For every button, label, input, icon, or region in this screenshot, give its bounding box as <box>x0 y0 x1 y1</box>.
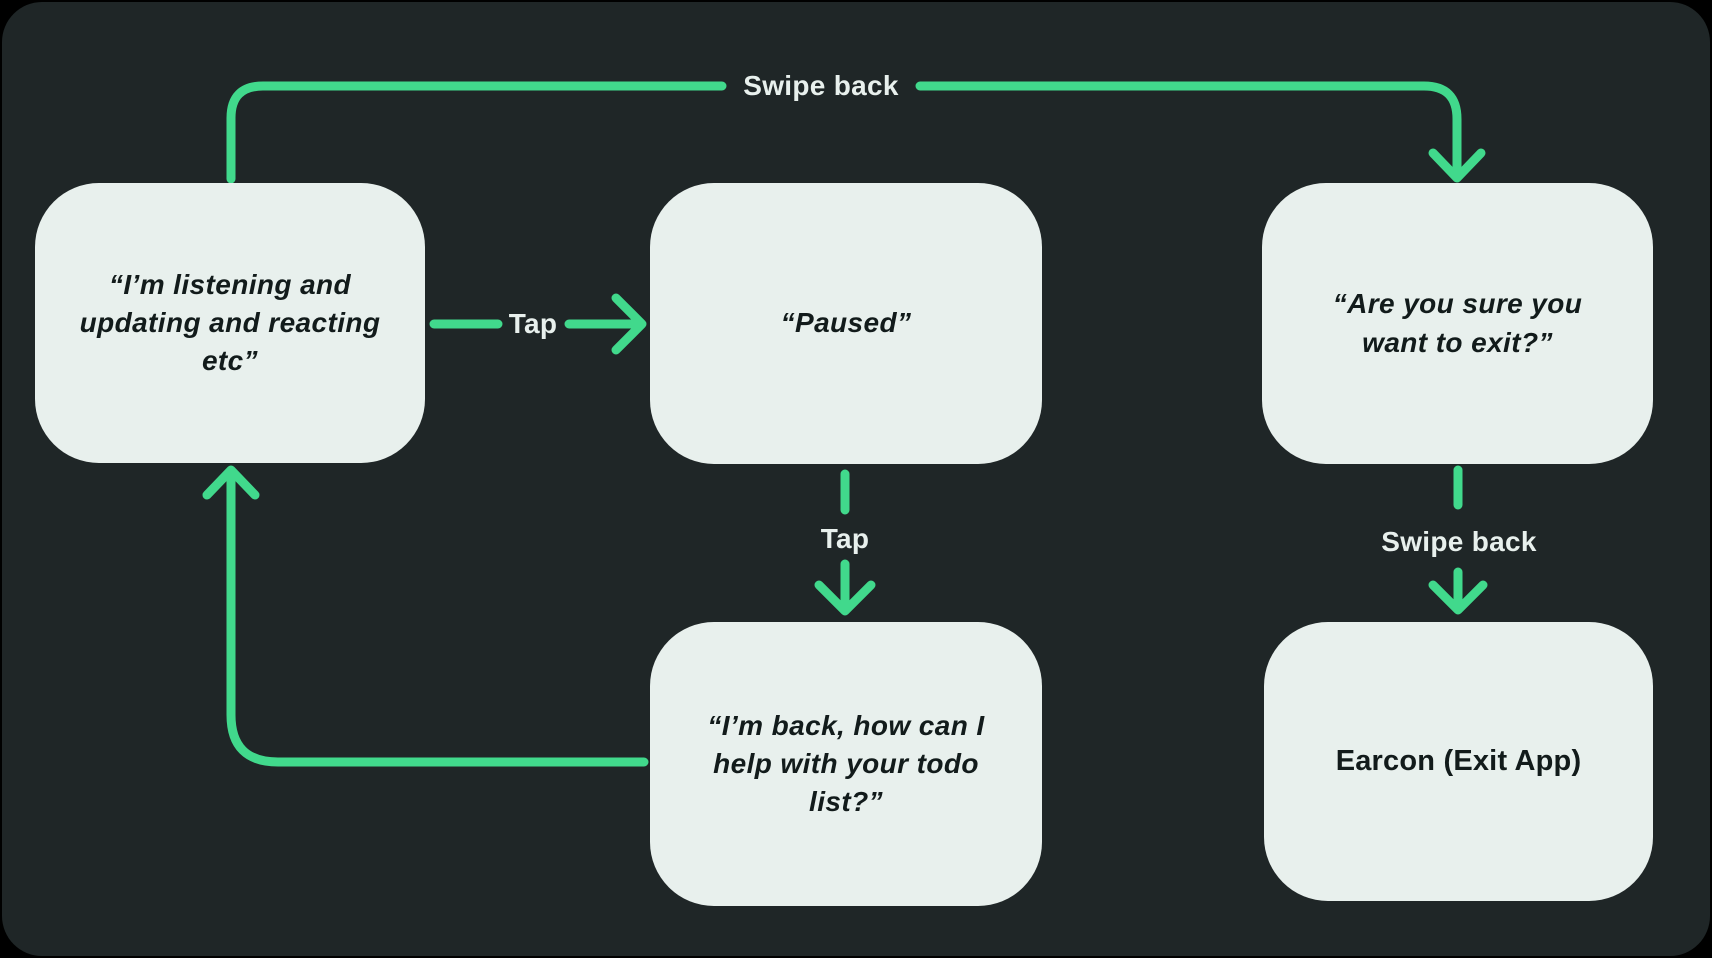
node-listening: “I’m listening and updating and reacting… <box>35 183 425 463</box>
node-exit-confirm: “Are you sure you want to exit?” <box>1262 183 1653 464</box>
node-back-help-text: “I’m back, how can I help with your todo… <box>707 709 985 818</box>
edge-swipe-back-vertical-arrow <box>1428 465 1488 615</box>
edge-swipe-back-top-arrow <box>226 81 1486 184</box>
node-paused: “Paused” <box>650 183 1042 464</box>
edge-tap-horizontal-arrow <box>429 293 647 355</box>
edge-label-tap-listening-to-paused: Tap <box>508 308 558 339</box>
node-paused-text: “Paused” <box>780 307 912 339</box>
node-earcon-text: Earcon (Exit App) <box>1335 744 1582 777</box>
edge-label-swipe-back-top: Swipe back <box>743 70 899 101</box>
node-earcon: Earcon (Exit App) <box>1264 622 1653 901</box>
edge-loop-back-arrow <box>202 465 649 767</box>
edge-label-tap-paused-to-back: Tap <box>820 523 870 554</box>
edge-label-swipe-back-exit: Swipe back <box>1381 526 1537 557</box>
node-back-help: “I’m back, how can I help with your todo… <box>650 622 1042 906</box>
edge-tap-vertical-arrow <box>814 469 876 616</box>
node-listening-text: “I’m listening and updating and reacting… <box>79 268 381 377</box>
node-exit-confirm-text: “Are you sure you want to exit?” <box>1332 288 1583 358</box>
